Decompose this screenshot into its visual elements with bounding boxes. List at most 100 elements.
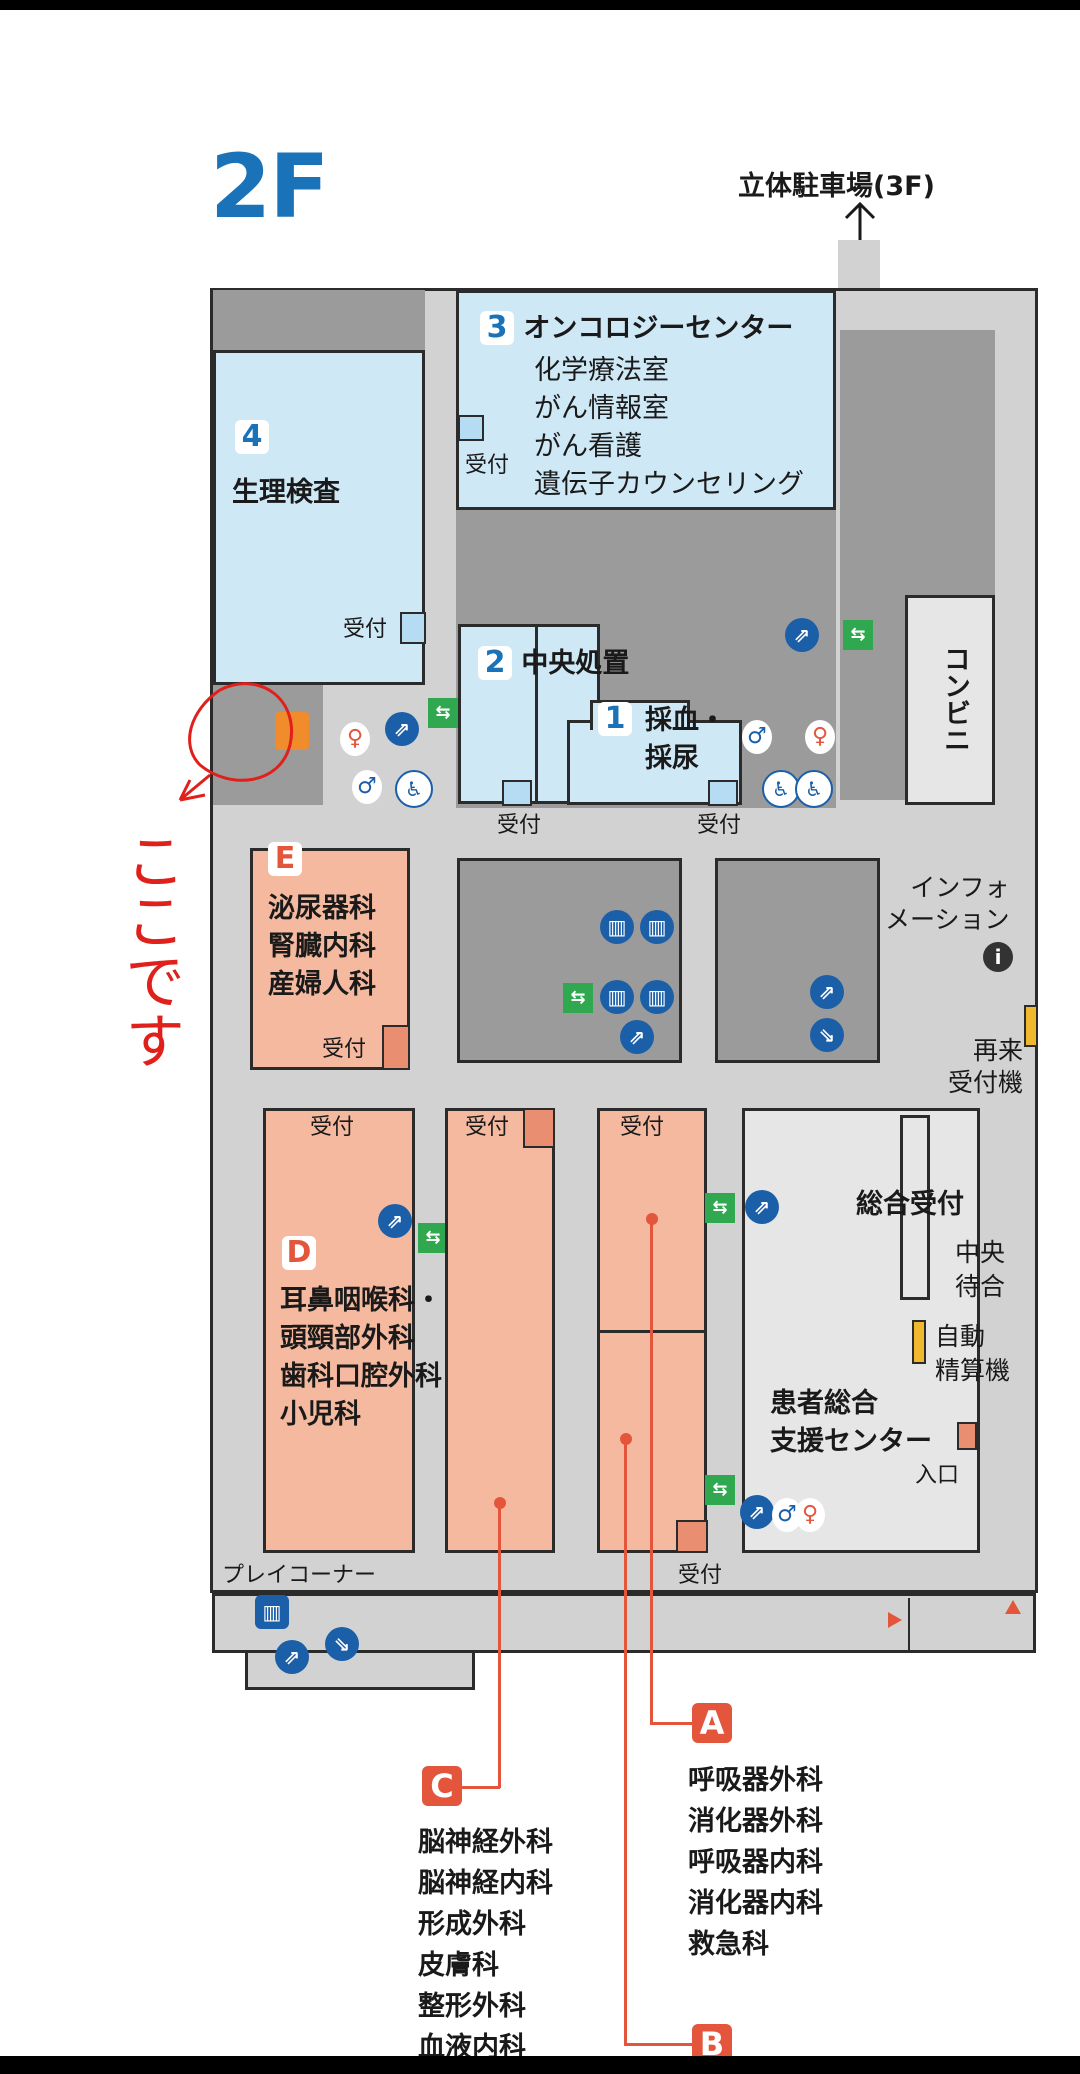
dept-c-names: 脳神経外科 脳神経内科 形成外科 皮膚科 整形外科 血液内科 bbox=[418, 1827, 553, 2063]
convenience-store[interactable] bbox=[905, 595, 995, 805]
info-label: インフォ メーション bbox=[885, 873, 1010, 934]
toilet-icon: ♀ bbox=[340, 722, 370, 756]
reception-marker bbox=[400, 612, 426, 644]
dept-letter-badge: E bbox=[268, 842, 302, 876]
dept-a-letter: A bbox=[692, 1703, 732, 1743]
room-physiology[interactable] bbox=[213, 350, 425, 685]
oncology-items: 化学療法室 がん情報室 がん看護 遺伝子カウンセリング bbox=[534, 355, 804, 500]
escalator-icon: ⇗ bbox=[810, 975, 844, 1009]
convenience-label: コンビニ bbox=[939, 645, 970, 753]
counter bbox=[900, 1115, 930, 1300]
dept-c-letter: C bbox=[422, 1766, 462, 1806]
room-dept-c[interactable] bbox=[445, 1108, 555, 1553]
up-arrow-icon bbox=[1005, 1600, 1021, 1614]
leader-line-c bbox=[498, 1503, 501, 1788]
general-reception-area[interactable] bbox=[742, 1108, 980, 1553]
dept-e-reception: 受付 bbox=[322, 1037, 367, 1062]
escalator-hall bbox=[715, 858, 880, 1063]
central-reception: 受付 bbox=[497, 813, 542, 838]
physiology-num: 4 bbox=[235, 420, 269, 454]
parking-label: 立体駐車場(3F) bbox=[738, 171, 935, 202]
oncology-reception: 受付 bbox=[465, 453, 510, 478]
right-arrow-icon bbox=[888, 1612, 902, 1628]
reception-marker bbox=[382, 1025, 410, 1070]
room-number-badge: 3 bbox=[480, 311, 514, 345]
escalator-icon: ⇗ bbox=[745, 1190, 779, 1224]
reception-marker bbox=[523, 1108, 555, 1148]
reception-marker bbox=[676, 1520, 708, 1553]
dept-d-names: 耳鼻咽喉科・ 頭頸部外科 歯科口腔外科 小児科 bbox=[280, 1285, 442, 1430]
escalator-icon: ⇗ bbox=[378, 1204, 412, 1238]
dept-e-names: 泌尿器科 腎臓内科 産婦人科 bbox=[268, 893, 376, 1000]
up-arrow-icon bbox=[844, 201, 876, 243]
escalator-icon: ⇗ bbox=[740, 1495, 774, 1529]
emergency-exit-icon: ⇆ bbox=[563, 983, 593, 1013]
room-oncology[interactable] bbox=[456, 290, 836, 510]
leader-line-b bbox=[624, 2043, 692, 2046]
escalator-icon: ⇗ bbox=[275, 1640, 309, 1674]
general-reception-label: 総合受付 bbox=[856, 1189, 964, 1220]
recep-a-label: 受付 bbox=[620, 1115, 665, 1140]
escalator-icon: ⇗ bbox=[385, 712, 419, 746]
emergency-exit-icon: ⇆ bbox=[705, 1475, 735, 1505]
leader-line-c bbox=[462, 1786, 500, 1789]
central-name: 中央処置 bbox=[521, 648, 630, 679]
elevator-icon: ▥ bbox=[600, 980, 634, 1014]
central-title: 2 中央処置 bbox=[478, 645, 629, 683]
physiology-reception: 受付 bbox=[343, 617, 388, 642]
room-number-badge: 1 bbox=[598, 702, 632, 736]
escalator-icon: ⇗ bbox=[785, 618, 819, 652]
recep-c-label: 受付 bbox=[465, 1115, 510, 1140]
escalator-icon: ⇗ bbox=[620, 1020, 654, 1054]
dept-a-names: 呼吸器外科 消化器外科 呼吸器内科 消化器内科 救急科 bbox=[688, 1765, 823, 1960]
leader-line-a bbox=[650, 1722, 692, 1725]
elevator-icon: ▥ bbox=[640, 910, 674, 944]
floor-label: 2F bbox=[210, 135, 329, 238]
parking-corridor bbox=[838, 240, 880, 290]
toilet-icon: ♂ bbox=[742, 720, 772, 754]
annotation-text: ここです bbox=[115, 830, 185, 1070]
bottom-bar bbox=[0, 2056, 1080, 2074]
reception-marker bbox=[458, 415, 484, 441]
wheelchair-icon: ♿ bbox=[795, 770, 833, 808]
toilet-icon: ♀ bbox=[805, 720, 835, 754]
toilet-icon: ♀ bbox=[795, 1498, 825, 1532]
leader-line-b bbox=[624, 1439, 627, 2045]
annotation-circle bbox=[178, 682, 293, 802]
info-icon[interactable]: i bbox=[983, 942, 1013, 972]
play-corner-label: プレイコーナー bbox=[222, 1563, 377, 1588]
divider bbox=[908, 1598, 910, 1653]
patient-support-label: 患者総合 支援センター bbox=[770, 1388, 932, 1457]
gray-block bbox=[213, 290, 425, 350]
central-wait-label: 中央 待合 bbox=[955, 1238, 1006, 1301]
dept-letter-badge: D bbox=[282, 1236, 316, 1270]
room-dept-d[interactable] bbox=[263, 1108, 415, 1553]
entrance-label: 入口 bbox=[915, 1463, 960, 1488]
auto-pay-machine[interactable] bbox=[912, 1320, 926, 1364]
elevator-icon: ▥ bbox=[255, 1595, 289, 1629]
toilet-icon: ♂ bbox=[772, 1498, 802, 1532]
auto-pay-label: 自動 精算機 bbox=[935, 1322, 1011, 1385]
reception-marker bbox=[502, 780, 532, 806]
revisit-machine[interactable] bbox=[1024, 1005, 1038, 1047]
escalator-down-icon: ⇘ bbox=[325, 1627, 359, 1661]
emergency-exit-icon: ⇆ bbox=[418, 1223, 448, 1253]
escalator-down-icon: ⇘ bbox=[810, 1018, 844, 1052]
elevator-icon: ▥ bbox=[640, 980, 674, 1014]
dept-letter-badge: A bbox=[692, 1703, 732, 1743]
dept-d-letter: D bbox=[282, 1236, 316, 1270]
wheelchair-icon: ♿ bbox=[395, 770, 433, 808]
dept-letter-badge: C bbox=[422, 1766, 462, 1806]
room-number-badge: 2 bbox=[478, 646, 512, 680]
dept-e-letter: E bbox=[268, 842, 302, 876]
elevator-icon: ▥ bbox=[600, 910, 634, 944]
reception-marker bbox=[708, 780, 738, 806]
blood-reception: 受付 bbox=[697, 813, 742, 838]
emergency-exit-icon: ⇆ bbox=[428, 698, 458, 728]
toilet-icon: ♂ bbox=[352, 770, 382, 804]
room-number-badge: 4 bbox=[235, 420, 269, 454]
reception-marker bbox=[957, 1422, 977, 1450]
emergency-exit-icon: ⇆ bbox=[705, 1193, 735, 1223]
leader-line-a bbox=[650, 1219, 653, 1724]
recep-b-label: 受付 bbox=[678, 1563, 723, 1588]
